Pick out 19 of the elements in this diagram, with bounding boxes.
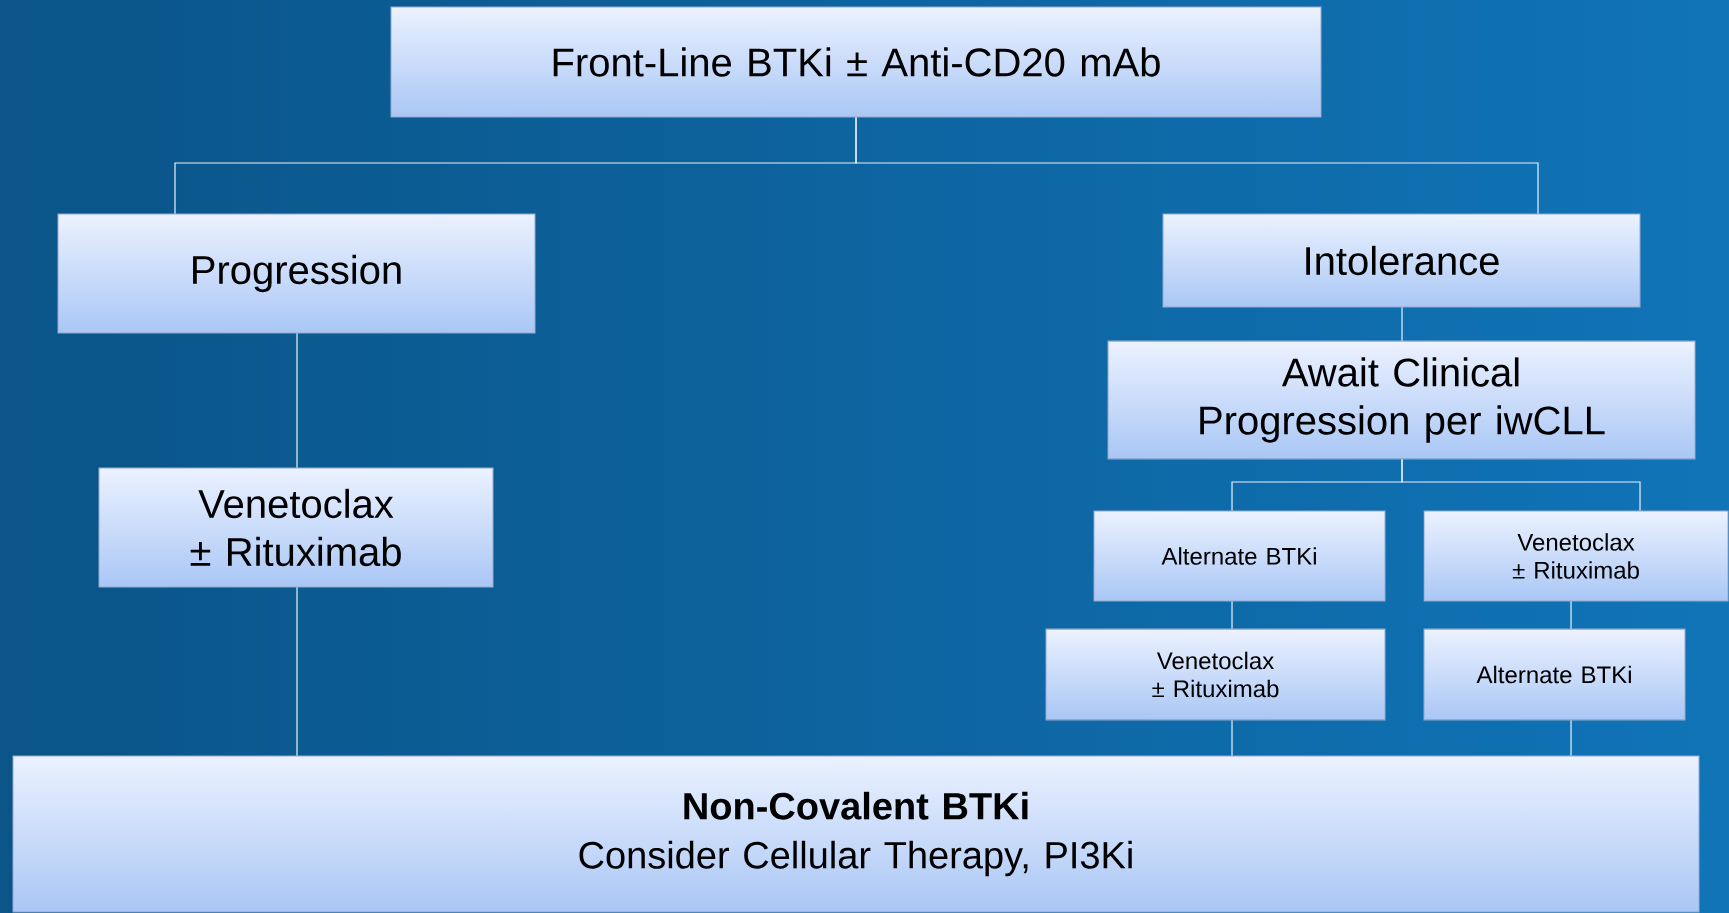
process-box: Front-Line BTKi ± Anti-CD20 mAb <box>390 6 1322 118</box>
process-box: Venetoclax ± Rituximab <box>1423 510 1729 602</box>
connector-line <box>855 116 1539 215</box>
connector-line <box>296 332 298 469</box>
process-box: Alternate BTKi <box>1093 510 1386 602</box>
connector-line <box>1401 306 1403 342</box>
process-box: Progression <box>57 213 536 334</box>
connector-line <box>1231 719 1233 757</box>
connector-line <box>1570 600 1572 630</box>
connector-line <box>1231 600 1233 630</box>
connector-line <box>1570 719 1572 757</box>
process-box: Await Clinical Progression per iwCLL <box>1107 340 1696 460</box>
process-box: Alternate BTKi <box>1423 628 1686 721</box>
connector-line <box>1401 458 1641 512</box>
process-box: Non-Covalent BTKi Consider Cellular Therapy, PI3Ki <box>12 755 1700 913</box>
process-box: Venetoclax ± Rituximab <box>1045 628 1386 721</box>
process-box: Venetoclax ± Rituximab <box>98 467 494 588</box>
process-box: Intolerance <box>1162 213 1641 308</box>
connector-line <box>296 586 298 757</box>
